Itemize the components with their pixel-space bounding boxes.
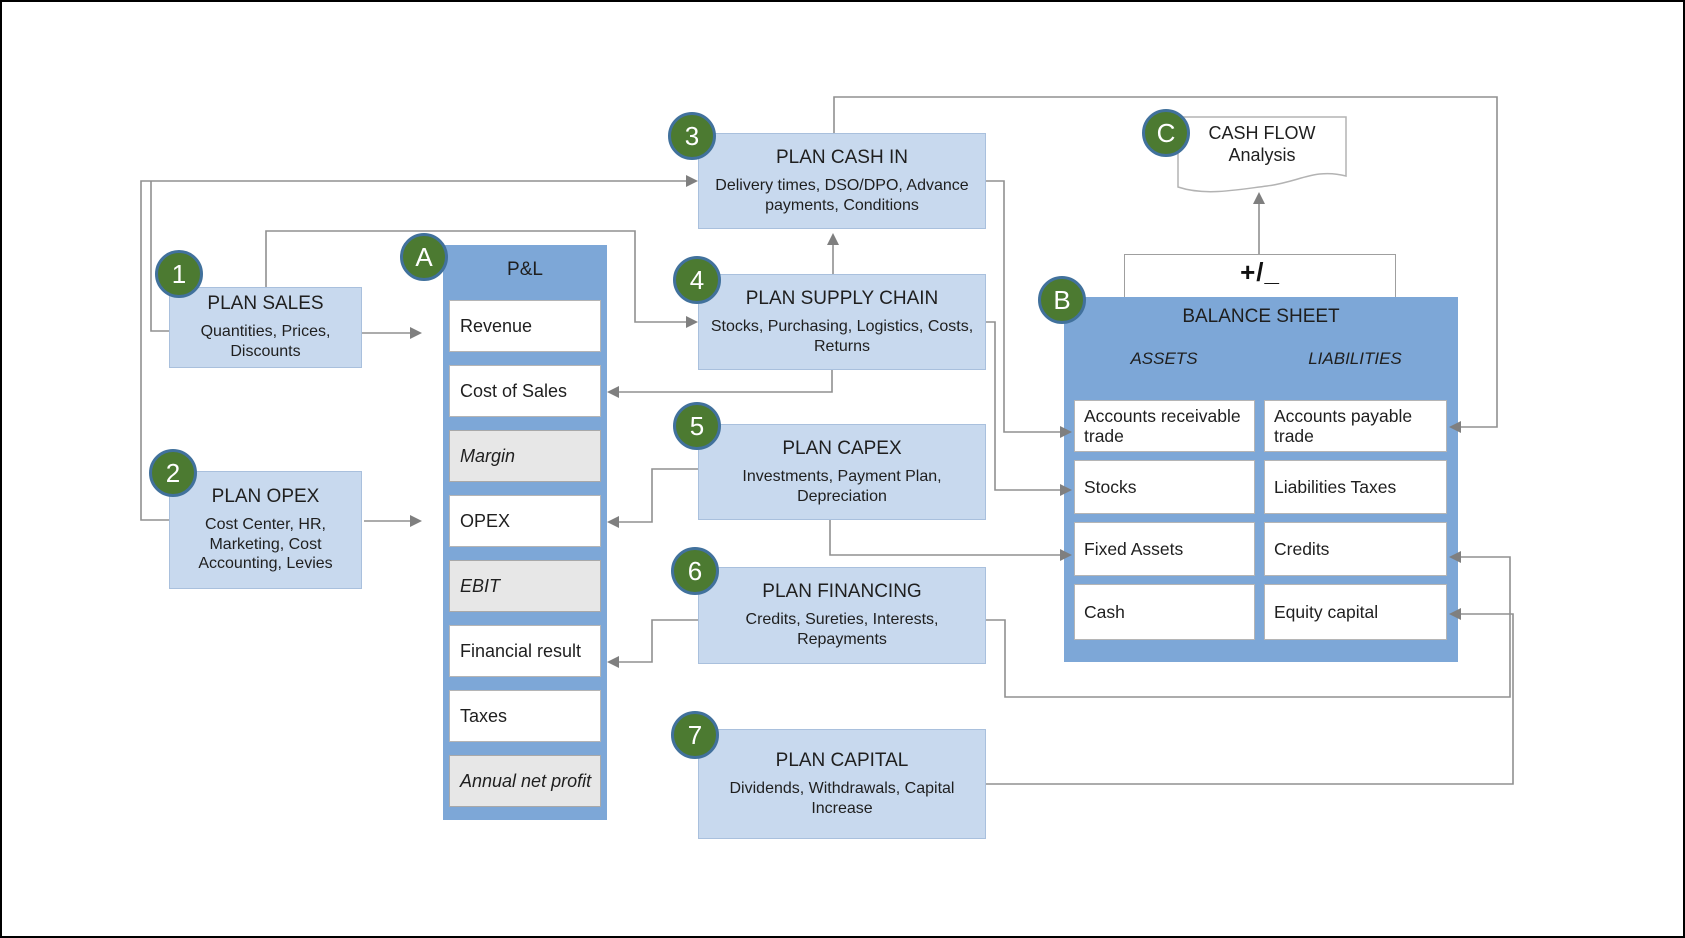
badge-C: C	[1142, 109, 1190, 157]
plan-box-capital: PLAN CAPITAL Dividends, Withdrawals, Cap…	[698, 729, 986, 839]
connector-supply-to-cost-of-sales	[619, 370, 833, 393]
connector-supply-to-stocks	[986, 321, 1060, 491]
plan-box-title: PLAN CASH IN	[776, 146, 908, 168]
bs-cell-accounts-payable-trade: Accounts payable trade	[1264, 400, 1447, 452]
connector-financing-to-financial-result	[619, 619, 698, 663]
pnl-row-cost-of-sales: Cost of Sales	[449, 365, 601, 417]
pnl-row-opex: OPEX	[449, 495, 601, 547]
plan-box-title: PLAN SUPPLY CHAIN	[745, 287, 939, 309]
assets-column-header: ASSETS	[1130, 349, 1198, 368]
badge-5: 5	[673, 402, 721, 450]
bs-cell-fixed-assets: Fixed Assets	[1074, 522, 1255, 576]
bs-cell-credits: Credits	[1264, 522, 1447, 576]
badge-6: 6	[671, 547, 719, 595]
plan-box-cashin: PLAN CASH IN Delivery times, DSO/DPO, Ad…	[698, 133, 986, 229]
balance-sheet-title: BALANCE SHEET	[1182, 306, 1340, 327]
plus-minus-box: +/_	[1124, 254, 1396, 297]
connector-capex-to-opex-row	[619, 468, 698, 523]
bs-cell-liabilities-taxes: Liabilities Taxes	[1264, 460, 1447, 514]
plan-box-subtitle: Dividends, Withdrawals, Capital Increase	[729, 779, 955, 817]
pnl-row-annual-net-profit: Annual net profit	[449, 755, 601, 807]
badge-4: 4	[673, 256, 721, 304]
liabilities-column-header: LIABILITIES	[1308, 349, 1402, 368]
plan-box-title: PLAN CAPITAL	[775, 749, 909, 771]
badge-3: 3	[668, 112, 716, 160]
cash-flow-subtitle: Analysis	[1228, 144, 1296, 165]
pnl-row-taxes: Taxes	[449, 690, 601, 742]
plan-box-subtitle: Credits, Sureties, Interests, Repayments	[745, 611, 939, 648]
bs-cell-stocks: Stocks	[1074, 460, 1255, 514]
pnl-title: P&L	[507, 258, 543, 280]
balance-sheet: BALANCE SHEET ASSETS LIABILITIES Account…	[1064, 297, 1458, 662]
plan-box-subtitle: Delivery times, DSO/DPO, Advance payment…	[715, 176, 969, 214]
cash-flow-title: CASH FLOW	[1208, 123, 1316, 143]
plan-box-subtitle: Stocks, Purchasing, Logistics, Costs, Re…	[710, 317, 974, 355]
badge-7: 7	[671, 711, 719, 759]
connector-capex-to-fixed-assets	[829, 520, 1060, 556]
pnl-row-margin: Margin	[449, 430, 601, 482]
plan-box-subtitle: Cost Center, HR, Marketing, Cost Account…	[198, 516, 333, 573]
plus-minus-label: +/_	[1240, 257, 1280, 287]
badge-A: A	[400, 233, 448, 281]
badge-2: 2	[149, 449, 197, 497]
plan-box-sales: PLAN SALES Quantities, Prices, Discounts	[169, 287, 362, 368]
bs-cell-equity-capital: Equity capital	[1264, 584, 1447, 640]
bs-cell-cash: Cash	[1074, 584, 1255, 640]
plan-box-capex: PLAN CAPEX Investments, Payment Plan, De…	[698, 424, 986, 520]
cash-flow-document: CASH FLOW Analysis	[1177, 116, 1347, 200]
pnl-row-ebit: EBIT	[449, 560, 601, 612]
pnl-row-revenue: Revenue	[449, 300, 601, 352]
plan-box-title: PLAN CAPEX	[782, 437, 902, 459]
plan-box-title: PLAN OPEX	[211, 486, 320, 508]
pnl-row-financial-result: Financial result	[449, 625, 601, 677]
plan-box-subtitle: Quantities, Prices, Discounts	[200, 323, 331, 360]
plan-box-title: PLAN SALES	[207, 293, 324, 315]
plan-box-financing: PLAN FINANCING Credits, Sureties, Intere…	[698, 567, 986, 664]
plan-box-subtitle: Investments, Payment Plan, Depreciation	[742, 467, 942, 505]
plan-box-supply: PLAN SUPPLY CHAIN Stocks, Purchasing, Lo…	[698, 274, 986, 370]
badge-1: 1	[155, 250, 203, 298]
cash-flow-label: CASH FLOW Analysis	[1177, 123, 1347, 167]
bs-cell-accounts-receivable-trade: Accounts receivable trade	[1074, 400, 1255, 452]
badge-B: B	[1038, 276, 1086, 324]
plan-box-title: PLAN FINANCING	[762, 581, 922, 603]
plan-box-opex: PLAN OPEX Cost Center, HR, Marketing, Co…	[169, 471, 362, 589]
